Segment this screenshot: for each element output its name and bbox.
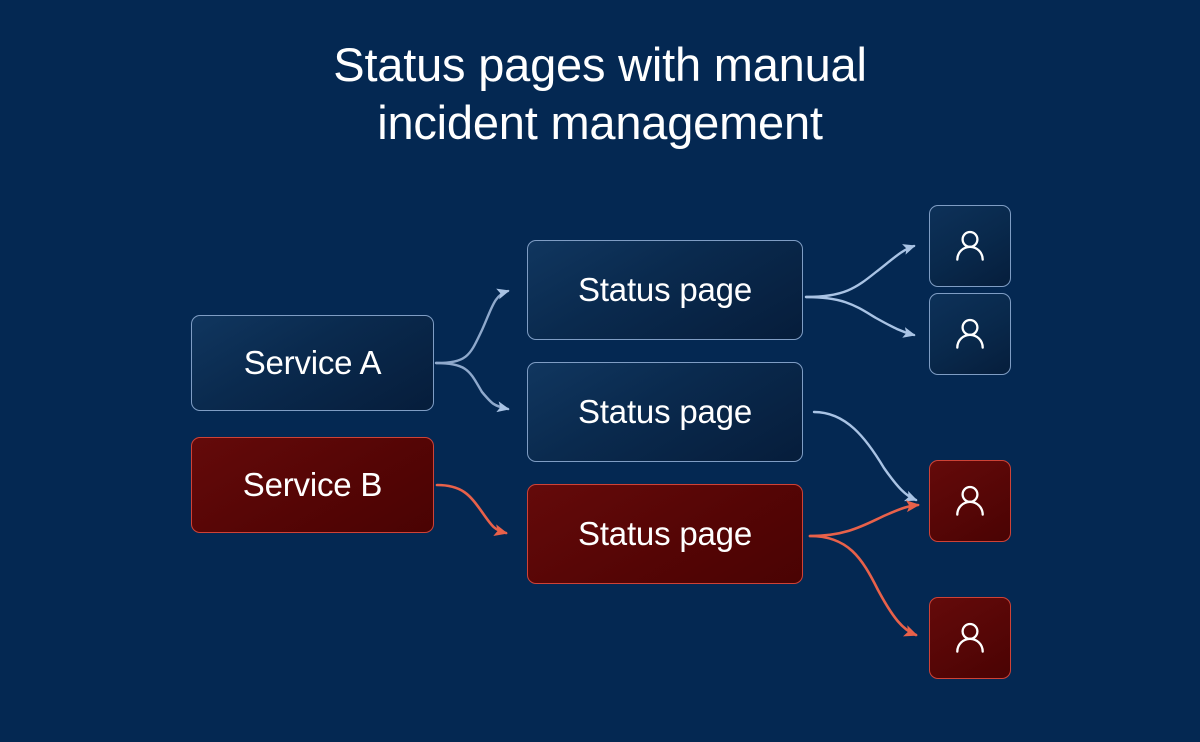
status-page-1-label: Status page <box>578 271 752 308</box>
person-icon <box>956 622 984 653</box>
status-page-3-node[interactable]: Status page <box>527 484 803 584</box>
edge-status-page-1-to-user-1 <box>804 244 916 299</box>
edge-service-a-to-status-page-2-head <box>480 390 510 413</box>
user-tile-2[interactable] <box>929 293 1011 375</box>
page-title: Status pages with manual incident manage… <box>333 38 867 149</box>
edge-service-a-to-status-page-2 <box>434 361 510 411</box>
edge-status-page-2-to-user-3 <box>812 410 918 502</box>
status-page-2-node[interactable]: Status page <box>527 362 803 462</box>
edge-service-a-to-status-page-1 <box>434 288 510 365</box>
person-icon <box>956 485 984 516</box>
edge-status-page-1-to-user-2 <box>804 295 916 338</box>
status-page-1-node[interactable]: Status page <box>527 240 803 340</box>
status-page-2-label: Status page <box>578 393 752 430</box>
edge-status-page-3-to-user-4 <box>808 534 918 637</box>
status-page-3-label: Status page <box>578 515 752 552</box>
service-b-label: Service B <box>242 466 383 503</box>
service-a-node[interactable]: Service A <box>191 315 434 411</box>
edge-status-page-3-to-user-3 <box>808 500 920 538</box>
person-icon <box>956 318 984 349</box>
user-tile-1[interactable] <box>929 205 1011 287</box>
service-a-label: Service A <box>243 344 382 381</box>
user-tile-3[interactable] <box>929 460 1011 542</box>
person-icon <box>956 230 984 261</box>
service-b-node[interactable]: Service B <box>191 437 434 533</box>
user-tile-4[interactable] <box>929 597 1011 679</box>
edge-service-b-to-status-page-3 <box>435 483 508 536</box>
